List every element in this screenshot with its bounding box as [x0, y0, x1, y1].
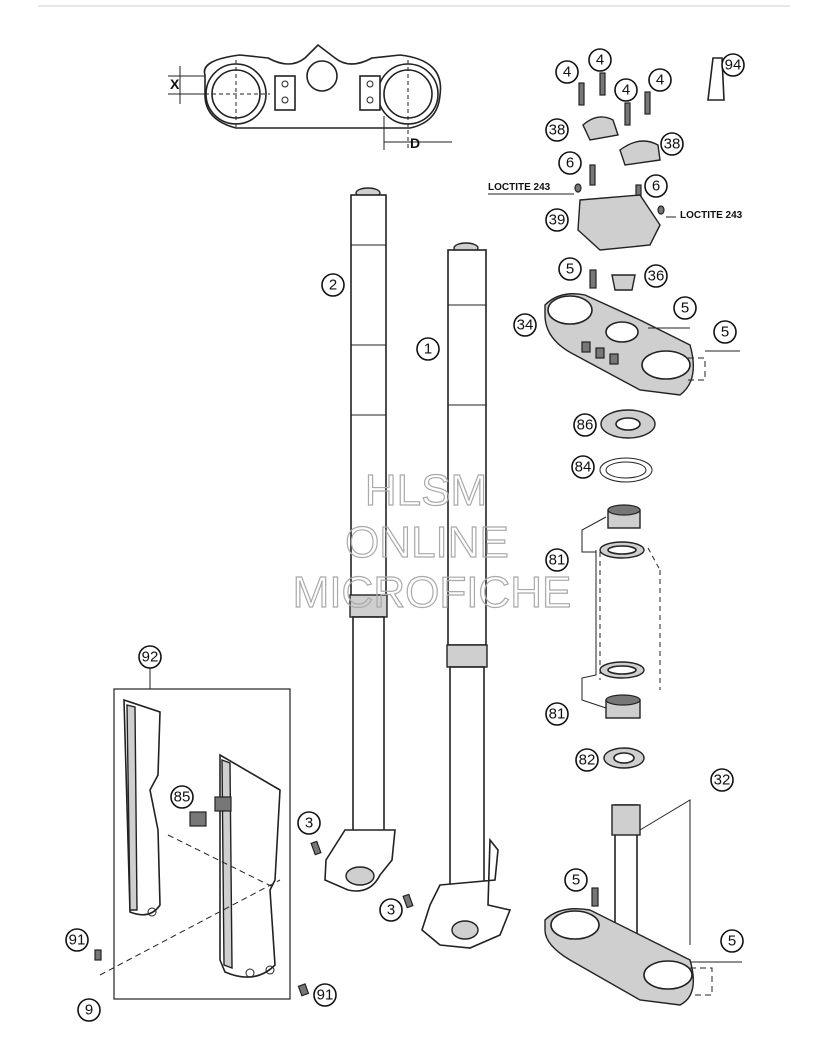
callout-34-label: 34 [517, 317, 534, 334]
fork-leg-2 [324, 187, 396, 892]
callout-34: 34 [513, 313, 537, 337]
callout-38b-label: 38 [664, 136, 681, 153]
callout-92-label: 92 [142, 649, 159, 666]
fork-guard-box [99, 668, 291, 1000]
loctite-label-left: LOCTITE 243 [488, 182, 551, 193]
callout-32-label: 32 [714, 772, 731, 789]
callout-6a-label: 6 [566, 155, 574, 172]
callout-92: 92 [138, 645, 162, 669]
callout-9-label: 9 [85, 1002, 93, 1019]
callout-32: 32 [710, 768, 734, 792]
callout-36-label: 36 [648, 268, 665, 285]
callout-5e-label: 5 [728, 933, 736, 950]
callout-5b-label: 5 [681, 300, 689, 317]
callout-4b: 4 [588, 48, 612, 72]
watermark-line3: MICROFICHE [293, 568, 572, 617]
lower-triple-clamp [544, 799, 742, 1006]
callout-2-label: 2 [329, 277, 337, 294]
callout-82-label: 82 [579, 752, 596, 769]
callout-3b: 3 [379, 898, 403, 922]
callout-39-label: 39 [549, 212, 566, 229]
callout-6a: 6 [558, 151, 582, 175]
callout-2: 2 [321, 273, 345, 297]
watermark-line2: ONLINE [345, 518, 509, 567]
callout-1: 1 [416, 337, 440, 361]
watermark-line1: HLSM [365, 466, 487, 515]
fork-bolts [94, 840, 414, 997]
callout-4d: 4 [648, 68, 672, 92]
callout-81b-label: 81 [549, 706, 566, 723]
callout-5a-label: 5 [566, 261, 574, 278]
callout-3b-label: 3 [387, 902, 395, 919]
callout-91a-label: 91 [69, 932, 86, 949]
callout-94: 94 [721, 53, 745, 77]
callout-5d: 5 [564, 868, 588, 892]
callout-82: 82 [575, 748, 599, 772]
loctite-label-right: LOCTITE 243 [680, 210, 743, 221]
callout-5e: 5 [720, 929, 744, 953]
callout-5b: 5 [673, 296, 697, 320]
callout-39: 39 [545, 208, 569, 232]
watermark: HLSM ONLINE MICROFICHE [292, 465, 572, 617]
callout-81a-label: 81 [549, 552, 566, 569]
callout-5a: 5 [558, 257, 582, 281]
callout-91a: 91 [65, 928, 89, 952]
callout-81a: 81 [545, 548, 569, 572]
callout-5c-label: 5 [721, 324, 729, 341]
callout-86-label: 86 [577, 417, 594, 434]
callout-3a: 3 [297, 811, 321, 835]
callout-4a-label: 4 [563, 64, 571, 81]
callout-84-label: 84 [575, 459, 592, 476]
callout-86: 86 [573, 413, 597, 437]
fork-leg-1 [421, 242, 512, 949]
callout-4c: 4 [614, 78, 638, 102]
callout-38a-label: 38 [549, 122, 566, 139]
triple-clamp-dimension-view: X D [168, 43, 452, 151]
callout-6b-label: 6 [652, 178, 660, 195]
callout-84: 84 [571, 455, 595, 479]
dimension-d-label: D [410, 135, 420, 151]
callout-94-label: 94 [725, 57, 742, 74]
handlebar-clamp-parts: LOCTITE 243 LOCTITE 243 [488, 57, 743, 251]
callout-4b-label: 4 [596, 52, 604, 69]
callout-4d-label: 4 [656, 72, 664, 89]
callout-81b: 81 [545, 702, 569, 726]
callout-38a: 38 [545, 118, 569, 142]
callout-85-label: 85 [174, 789, 191, 806]
callout-85: 85 [170, 785, 194, 809]
callout-4a: 4 [555, 60, 579, 84]
callout-4c-label: 4 [622, 82, 630, 99]
callout-5c: 5 [713, 320, 737, 344]
upper-triple-clamp [544, 269, 740, 396]
steering-bearings [581, 409, 661, 769]
callout-3a-label: 3 [305, 815, 313, 832]
callout-5d-label: 5 [572, 872, 580, 889]
callout-1-label: 1 [424, 341, 432, 358]
callout-38b: 38 [660, 132, 684, 156]
callout-36: 36 [644, 264, 668, 288]
dimension-x-label: X [170, 76, 180, 92]
callout-9: 9 [77, 998, 101, 1022]
callout-6b: 6 [644, 174, 668, 198]
callout-91b: 91 [313, 983, 337, 1007]
callout-91b-label: 91 [317, 987, 334, 1004]
